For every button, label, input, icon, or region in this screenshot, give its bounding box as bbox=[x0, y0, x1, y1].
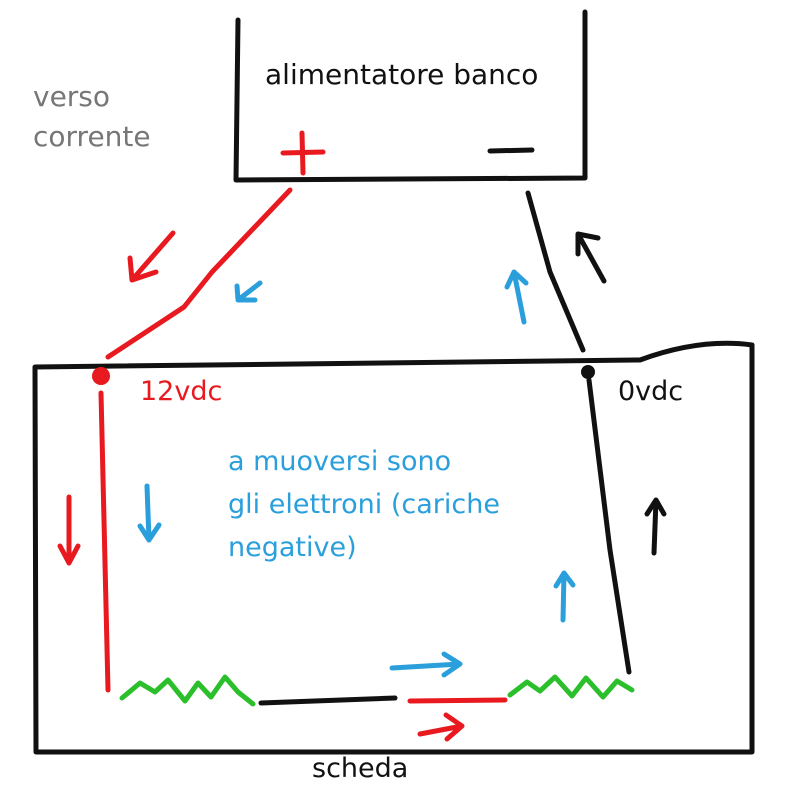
minus-sign-icon bbox=[487, 147, 535, 154]
electrons-note-line: a muoversi sono bbox=[228, 446, 452, 477]
board-positive-rail bbox=[98, 390, 111, 693]
board-label: scheda bbox=[312, 753, 409, 784]
arrow-icon bbox=[553, 570, 576, 623]
ground-terminal-label: 0vdc bbox=[618, 376, 684, 407]
electrons-note: a muoversi sono gli elettroni (cariche n… bbox=[228, 440, 500, 569]
arrow-icon bbox=[127, 230, 176, 283]
terminal-dot-icon bbox=[92, 367, 110, 385]
supply-box bbox=[233, 9, 588, 183]
arrow-icon bbox=[644, 497, 667, 556]
arrow-icon bbox=[575, 231, 607, 284]
positive-terminal-label: 12vdc bbox=[140, 376, 223, 407]
resistor-icon bbox=[119, 674, 256, 707]
arrow-icon bbox=[389, 651, 463, 678]
bottom-black-wire bbox=[258, 695, 398, 706]
arrow-icon bbox=[57, 494, 81, 566]
electrons-note-line: negative) bbox=[228, 532, 357, 563]
resistor-icon bbox=[507, 674, 635, 700]
positive-wire bbox=[105, 187, 293, 360]
arrow-icon bbox=[504, 269, 529, 325]
electrons-note-line: gli elettroni (cariche bbox=[228, 489, 500, 520]
arrow-icon bbox=[137, 483, 162, 543]
plus-sign-icon bbox=[280, 130, 326, 176]
board-outline bbox=[32, 340, 755, 755]
current-note-line: verso bbox=[33, 80, 111, 113]
board-ground-rail bbox=[586, 377, 632, 675]
arrow-icon bbox=[417, 712, 465, 742]
terminal-dot-icon bbox=[581, 365, 595, 379]
ground-wire bbox=[525, 190, 586, 353]
bottom-red-wire bbox=[407, 697, 508, 704]
arrow-icon bbox=[234, 280, 263, 303]
current-direction-note: verso corrente bbox=[33, 77, 151, 157]
current-note-line: corrente bbox=[33, 120, 151, 153]
supply-title: alimentatore banco bbox=[265, 58, 539, 91]
